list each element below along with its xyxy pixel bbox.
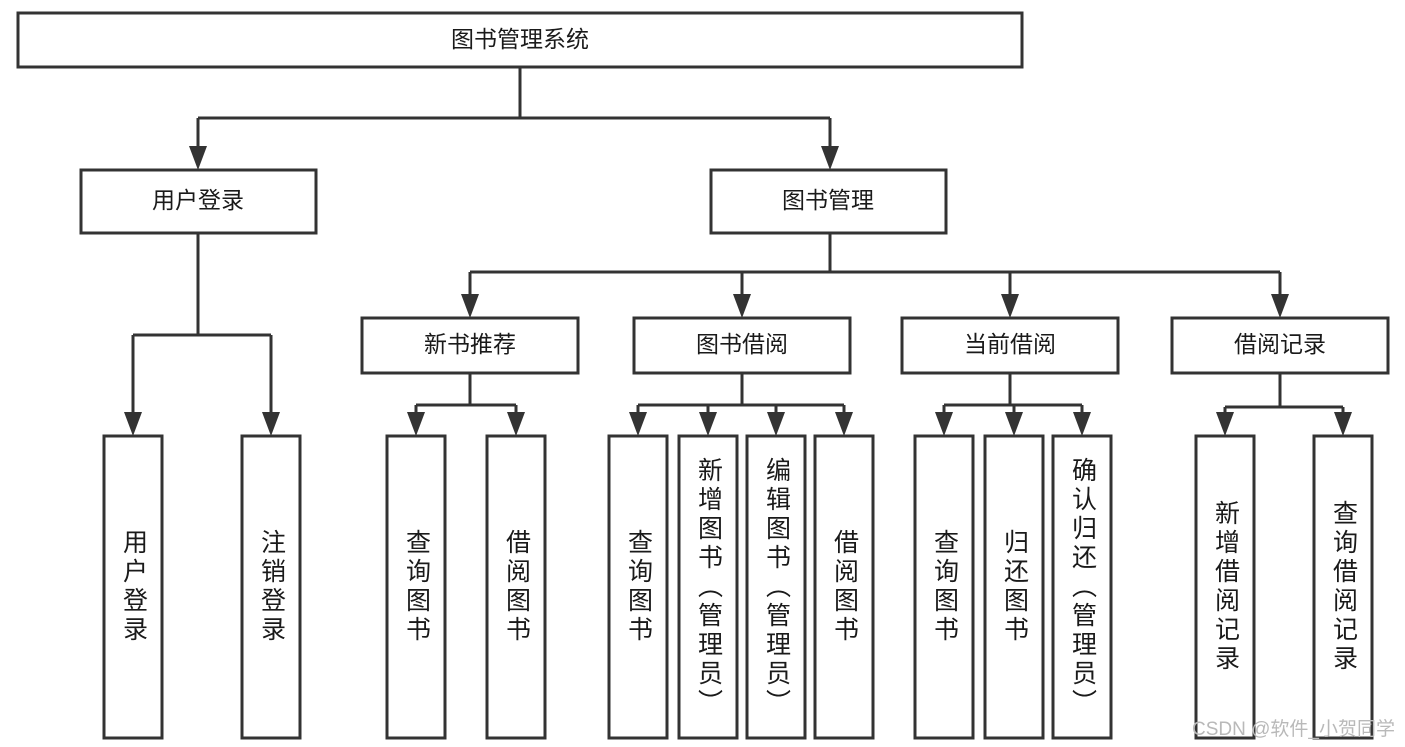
arrow-head-borrow-record-leaf-1 [1216, 412, 1234, 436]
node-leaf-borrow-book-box[interactable] [813, 434, 875, 740]
arrow-head-book-borrow-leaf-3 [767, 412, 785, 436]
arrow-head-bm-to-new-book [461, 294, 479, 318]
node-user-login-box[interactable] [79, 168, 318, 235]
node-root-box[interactable] [16, 11, 1024, 69]
node-new-book-recommend[interactable]: 新书推荐 [360, 316, 580, 375]
arrow-head-current-borrow-leaf-3 [1073, 412, 1091, 436]
node-leaf-edit-book-admin-box[interactable] [745, 434, 807, 740]
node-current-borrow[interactable]: 当前借阅 [900, 316, 1120, 375]
node-root[interactable]: 图书管理系统 [16, 11, 1024, 69]
arrow-head-bm-to-book-borrow [733, 294, 751, 318]
node-root-label: 图书管理系统 [451, 26, 589, 52]
connector-layer [124, 67, 1352, 436]
node-user-login-label: 用户登录 [152, 187, 244, 213]
node-book-borrow[interactable]: 图书借阅 [632, 316, 852, 375]
arrow-head-book-borrow-leaf-2 [699, 412, 717, 436]
node-new-book-recommend-label: 新书推荐 [424, 331, 516, 357]
node-book-management[interactable]: 图书管理 [709, 168, 948, 235]
arrow-head-book-borrow-leaf-1 [629, 412, 647, 436]
node-current-borrow-label: 当前借阅 [964, 331, 1056, 357]
node-new-book-recommend-box[interactable] [360, 316, 580, 375]
node-book-borrow-label: 图书借阅 [696, 331, 788, 357]
arrow-head-user-login-leaf-1 [124, 412, 142, 436]
node-user-login[interactable]: 用户登录 [79, 168, 318, 235]
node-leaf-query-borrow-record-box[interactable] [1312, 434, 1374, 740]
node-book-management-label: 图书管理 [782, 187, 874, 213]
node-leaf-logout-box[interactable] [240, 434, 302, 740]
arrow-head-borrow-record-leaf-2 [1334, 412, 1352, 436]
node-current-borrow-box[interactable] [900, 316, 1120, 375]
arrow-head-bm-to-current-borrow [1001, 294, 1019, 318]
arrow-head-new-book-leaf-1 [407, 412, 425, 436]
node-leaf-add-book-admin-box[interactable] [677, 434, 739, 740]
node-leaf-confirm-return-box[interactable] [1051, 434, 1113, 740]
node-leaf-return-book-box[interactable] [983, 434, 1045, 740]
node-book-management-box[interactable] [709, 168, 948, 235]
arrow-head-book-borrow-leaf-4 [835, 412, 853, 436]
node-borrow-record-box[interactable] [1170, 316, 1390, 375]
node-leaf-borrow-book-new-box[interactable] [485, 434, 547, 740]
node-leaf-query-book-new-box[interactable] [385, 434, 447, 740]
node-borrow-record-label: 借阅记录 [1234, 331, 1326, 357]
arrow-head-current-borrow-leaf-2 [1005, 412, 1023, 436]
node-borrow-record[interactable]: 借阅记录 [1170, 316, 1390, 375]
arrow-head-current-borrow-leaf-1 [935, 412, 953, 436]
node-leaf-user-login-box[interactable] [102, 434, 164, 740]
arrow-head-new-book-leaf-2 [507, 412, 525, 436]
arrow-head-bm-to-borrow-record [1271, 294, 1289, 318]
node-leaf-query-book-current-box[interactable] [913, 434, 975, 740]
csdn-watermark: CSDN @软件_小贺同学 [1192, 719, 1395, 740]
arrow-head-root-to-user-login [189, 146, 207, 170]
node-leaf-add-borrow-record-box[interactable] [1194, 434, 1256, 740]
arrow-head-root-to-book-management [821, 146, 839, 170]
arrow-head-user-login-leaf-2 [262, 412, 280, 436]
node-book-borrow-box[interactable] [632, 316, 852, 375]
leaf-box-layer [102, 434, 1374, 740]
node-leaf-query-book-borrow-box[interactable] [607, 434, 669, 740]
